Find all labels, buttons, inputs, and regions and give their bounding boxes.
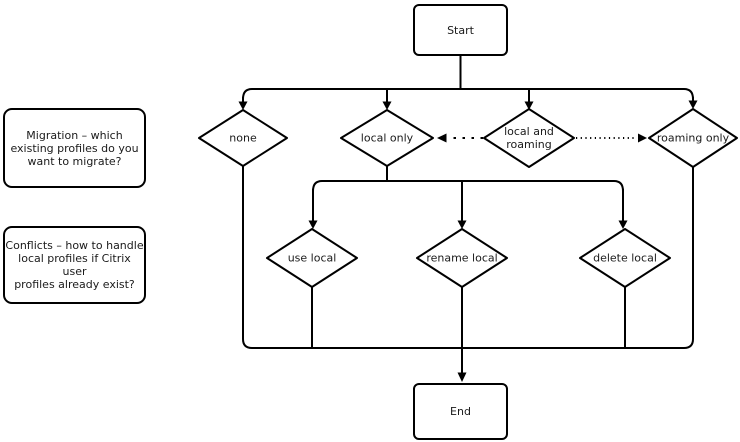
decision-delete-local-label: delete local — [593, 251, 657, 265]
arrow-to-delete-local — [618, 220, 628, 229]
decision-local-only-shape — [340, 109, 434, 167]
note-line: local profiles if Citrix user — [18, 252, 131, 278]
end-node: End — [413, 383, 508, 440]
start-node: Start — [413, 4, 508, 56]
arrow-to-local-and-roaming — [524, 101, 534, 110]
arrow-to-end — [457, 372, 467, 382]
note-line: Migration – which — [26, 128, 123, 142]
connector-middle-branch — [312, 180, 624, 192]
conflicts-question-note: Conflicts – how to handle local profiles… — [3, 226, 146, 304]
decision-rename-local-label: rename local — [426, 251, 498, 265]
decision-use-local-shape — [266, 228, 358, 288]
arrow-to-use-local — [308, 220, 318, 229]
migration-question-note: Migration – which existing profiles do y… — [3, 108, 146, 188]
arrow-to-local-only — [382, 101, 392, 110]
end-label: End — [450, 405, 471, 418]
dotted-arrow-to-local-only — [437, 133, 447, 143]
note-line: want to migrate? — [27, 154, 122, 168]
note-line: Conflicts – how to handle — [5, 239, 144, 252]
start-label: Start — [447, 23, 474, 37]
decision-roaming-only-shape — [648, 108, 738, 168]
decision-local-only-label: local only — [360, 131, 414, 145]
arrow-to-roaming-only — [688, 100, 698, 109]
note-line: existing profiles do you — [10, 141, 139, 155]
connector-top-branch — [242, 88, 694, 100]
decision-delete-local-shape — [579, 228, 671, 288]
dotted-arrow-to-roaming-only — [638, 133, 647, 143]
decision-none-shape — [198, 109, 288, 167]
arrow-to-none — [238, 101, 248, 110]
decision-none-label: none — [229, 131, 257, 145]
connector-bottom-collector — [242, 166, 694, 349]
decision-use-local-label: use local — [287, 251, 337, 265]
note-line: profiles already exist? — [14, 278, 135, 291]
decision-local-and-roaming-shape — [483, 108, 575, 168]
decision-roaming-only-label: roaming only — [656, 131, 730, 145]
decision-rename-local-shape — [416, 228, 508, 288]
decision-local-and-roaming-label: local and roaming — [504, 125, 554, 151]
arrow-to-rename-local — [457, 220, 467, 229]
